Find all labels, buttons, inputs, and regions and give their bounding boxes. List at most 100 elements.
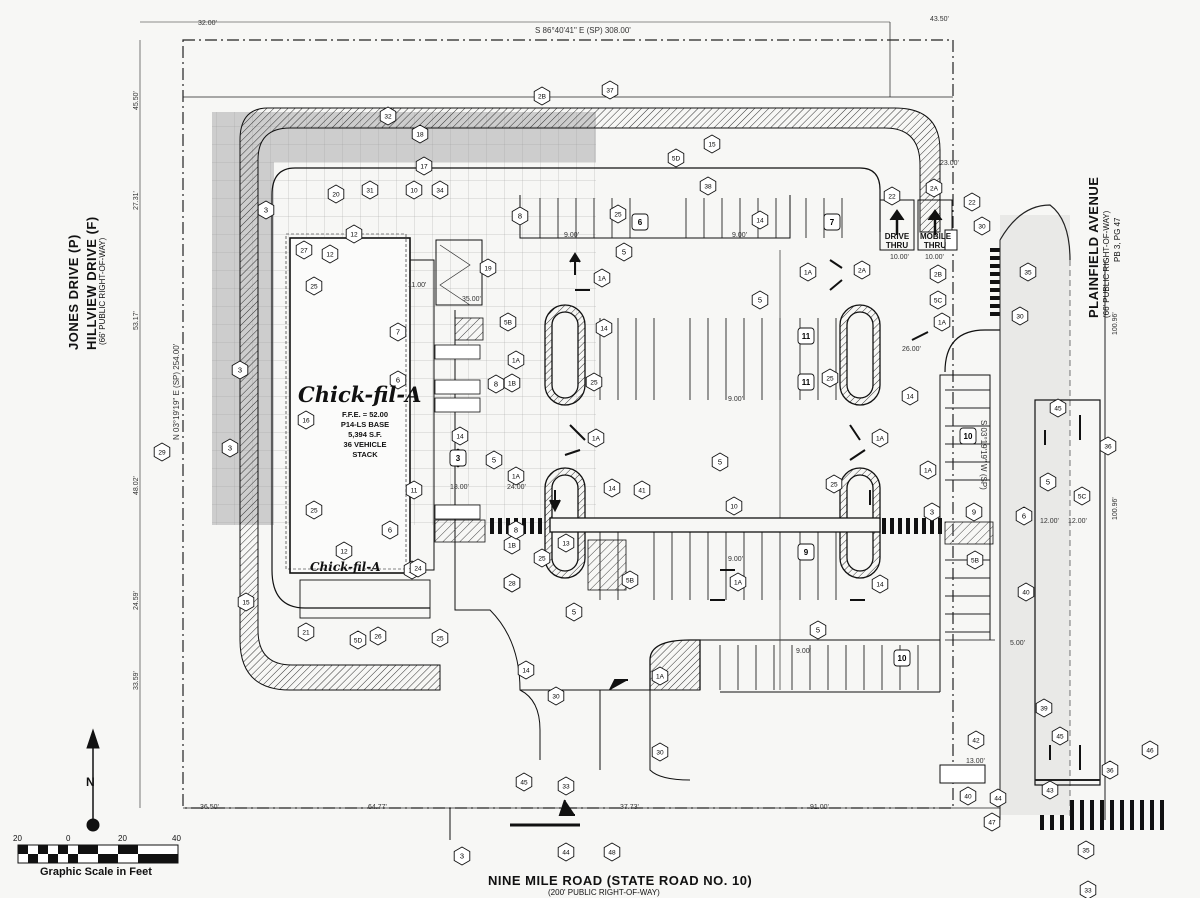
- callout-hex-label: 47: [988, 820, 996, 827]
- callout-hex-label: 45: [1056, 734, 1064, 741]
- callout-hex-label: 5: [492, 456, 496, 465]
- callout-hexes: 1A1A1A1A1A1A1A1A1A1A1B1B2A2A2B2B2B333333…: [153, 80, 1159, 898]
- callout-hex: 33: [557, 776, 575, 796]
- outer-curb: [239, 107, 941, 691]
- callout-hex-label: 36: [1106, 768, 1114, 775]
- callout-hex-label: 25: [614, 212, 622, 219]
- callout-hex: 25: [305, 500, 323, 520]
- callout-hex-label: 17: [420, 164, 428, 171]
- callout-hex-label: 44: [562, 850, 570, 857]
- dim-label: 100.96': [1112, 497, 1119, 520]
- callout-hex: 12: [321, 244, 339, 264]
- callout-hex-label: 24: [414, 566, 422, 573]
- callout-hex-label: 5: [572, 608, 576, 617]
- callout-hex: 33: [1079, 880, 1097, 898]
- callout-hex: 45: [1049, 398, 1067, 418]
- callout-hex: 14: [901, 386, 919, 406]
- callout-hex: 16: [297, 410, 315, 430]
- west-road-name-1: JONES DRIVE (P): [66, 234, 81, 350]
- callout-hex: 10: [405, 180, 423, 200]
- dim-label: 48.02': [133, 476, 140, 495]
- callout-hex-label: 1A: [512, 358, 521, 365]
- callout-hex-label: 8: [514, 526, 518, 535]
- callout-hex-label: 25: [436, 636, 444, 643]
- mobile-thru-label: MOBILE THRU: [920, 232, 952, 250]
- callout-hex: 22: [883, 186, 901, 206]
- callout-hex: 5: [1039, 472, 1057, 492]
- callout-hex-label: 29: [158, 450, 166, 457]
- callout-hex-label: 5C: [1078, 494, 1087, 501]
- west-road-name-2: HILLVIEW DRIVE (F): [84, 216, 99, 350]
- callout-hex: 13: [557, 533, 575, 553]
- callout-hex: 44: [989, 788, 1007, 808]
- chick-fil-a-logo-small: Chick-fil-A: [310, 560, 381, 574]
- callout-hex: 25: [825, 474, 843, 494]
- callout-hex: 30: [651, 742, 669, 762]
- callout-hex: 37: [601, 80, 619, 100]
- building-stack2: STACK: [352, 450, 378, 459]
- callout-hex-label: 12: [350, 232, 358, 239]
- stall-count-label: 7: [830, 218, 835, 227]
- building-stack: 36 VEHICLE: [343, 440, 387, 449]
- callout-hex-label: 3: [930, 508, 934, 517]
- dim-label: 11.00': [408, 282, 427, 289]
- stall-count-label: 3: [456, 454, 461, 463]
- callout-hex: 1A: [507, 466, 525, 486]
- callout-hex: 14: [451, 426, 469, 446]
- callout-hex: 32: [379, 106, 397, 126]
- callout-hex: 14: [603, 478, 621, 498]
- east-bearing: S 03°19'19" W (SP): [979, 420, 988, 490]
- dim-label: 91.00': [810, 804, 829, 811]
- stall-count-label: 6: [638, 218, 643, 227]
- callout-hex: 5B: [499, 312, 517, 332]
- callout-hex: 17: [415, 156, 433, 176]
- callout-hex-label: 8: [518, 212, 522, 221]
- callout-hex-label: 15: [242, 600, 250, 607]
- callout-hex-label: 5D: [672, 156, 681, 163]
- dim-label: 23.00': [940, 160, 959, 167]
- callout-hex: 5: [565, 602, 583, 622]
- callout-hex: 35: [1019, 262, 1037, 282]
- callout-hex: 1A: [871, 428, 889, 448]
- stall-count-label: 9: [804, 548, 809, 557]
- callout-hex-label: 22: [888, 194, 896, 201]
- dim-label: 9.00': [732, 232, 747, 239]
- callout-hex-label: 41: [638, 488, 646, 495]
- callout-hex-label: 22: [968, 200, 976, 207]
- callout-hex: 25: [821, 368, 839, 388]
- callout-hex: 8: [487, 374, 505, 394]
- callout-hex-label: 43: [1046, 788, 1054, 795]
- callout-hex-label: 5B: [626, 578, 634, 585]
- callout-hex: 46: [1141, 740, 1159, 760]
- north-arrow-icon: [86, 728, 100, 832]
- scale-tick-2: 20: [118, 834, 127, 843]
- east-road-row: (66' PUBLIC RIGHT-OF-WAY): [1102, 210, 1111, 318]
- callout-hex-label: 40: [1022, 590, 1030, 597]
- stall-count-box: 10: [959, 427, 977, 445]
- callout-hex: 45: [515, 772, 533, 792]
- callout-hex: 5: [751, 290, 769, 310]
- traffic-arrows: [549, 252, 1081, 816]
- south-road-row: (200' PUBLIC RIGHT-OF-WAY): [548, 888, 660, 897]
- callout-hex: 1A: [933, 312, 951, 332]
- callout-hex-label: 1A: [592, 436, 601, 443]
- callout-hex-label: 14: [906, 394, 914, 401]
- callout-hex-label: 21: [302, 630, 310, 637]
- drive-thru-lanes: [879, 199, 958, 251]
- callout-hex: 30: [1011, 306, 1029, 326]
- callout-hex-label: 14: [600, 326, 608, 333]
- stall-count-label: 10: [964, 432, 973, 441]
- callout-hex-label: 1A: [734, 580, 743, 587]
- callout-hex-label: 46: [1146, 748, 1154, 755]
- callout-hex: 1A: [587, 428, 605, 448]
- callout-hex: 40: [1017, 582, 1035, 602]
- callout-hex: 14: [595, 318, 613, 338]
- callout-hex: 2B: [929, 264, 947, 284]
- callout-hex-label: 9: [972, 508, 976, 517]
- stall-count-box: 7: [823, 213, 841, 231]
- callout-hex-label: 5: [758, 296, 762, 305]
- dim-label: 35.00': [462, 296, 481, 303]
- callout-hex: 5D: [667, 148, 685, 168]
- callout-hex-label: 3: [264, 206, 268, 215]
